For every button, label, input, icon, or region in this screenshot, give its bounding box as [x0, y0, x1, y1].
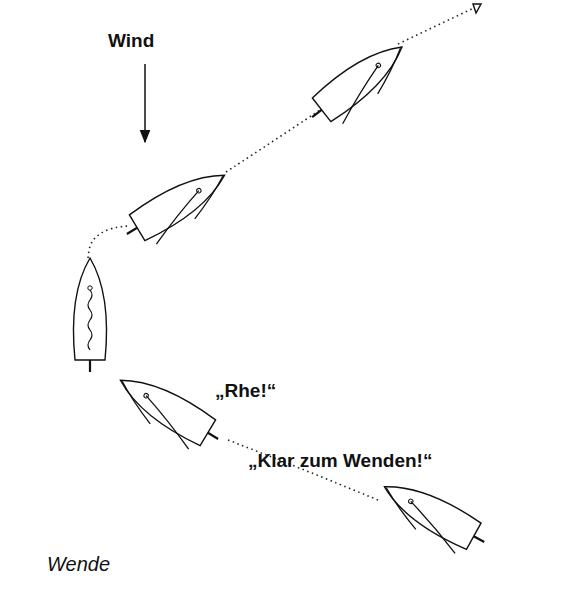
- mainsail: [399, 501, 467, 553]
- mast: [88, 286, 92, 290]
- jib-sail: [376, 488, 427, 530]
- tiller: [127, 228, 137, 234]
- tiller: [89, 360, 91, 372]
- boat-hull: [376, 472, 481, 550]
- sailboat: [118, 161, 237, 255]
- boat-hull: [311, 34, 412, 123]
- jib-sail: [183, 176, 234, 219]
- mainsail: [144, 191, 211, 245]
- sailboat: [108, 366, 227, 460]
- jib-sail: [111, 381, 162, 424]
- command-label: „Klar zum Wenden!“: [248, 450, 432, 472]
- luffing-sail: [88, 290, 92, 350]
- boat-hull: [112, 366, 217, 447]
- tiller: [312, 110, 321, 117]
- jib-sail: [364, 48, 414, 94]
- command-label: „Rhe!“: [215, 380, 276, 402]
- course-arrowhead: [473, 4, 481, 13]
- boat-hull: [129, 161, 234, 242]
- course-line: [88, 226, 128, 258]
- mainsail: [328, 65, 393, 123]
- boat-hull: [73, 258, 106, 360]
- sailboat: [373, 472, 492, 563]
- mainsail: [134, 396, 201, 450]
- figure-caption: Wende: [47, 553, 110, 576]
- wind-arrow: [144, 64, 146, 142]
- course-line: [226, 110, 320, 172]
- sailboat: [302, 34, 417, 136]
- tiller: [208, 433, 218, 439]
- tiller: [474, 536, 484, 542]
- course-line: [398, 6, 478, 44]
- sailboat: [73, 258, 106, 372]
- wind-label: Wind: [108, 30, 154, 52]
